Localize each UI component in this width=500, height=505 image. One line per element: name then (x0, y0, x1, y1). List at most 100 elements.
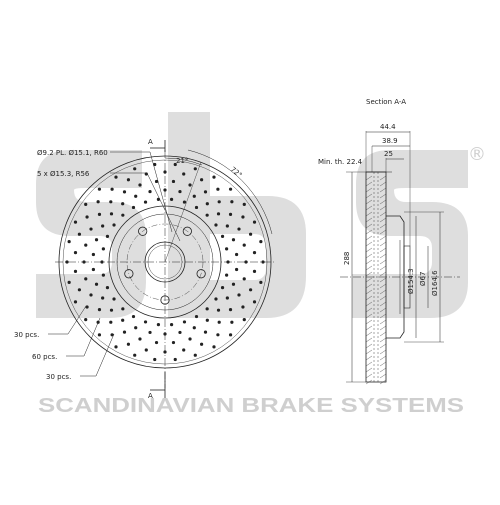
hatch-line (365, 247, 373, 253)
drill-hole (212, 345, 216, 349)
drill-hole (163, 332, 167, 336)
drill-hole (144, 348, 148, 352)
bolt-hole (160, 295, 170, 305)
drill-hole (205, 213, 209, 217)
hatch-line (379, 283, 387, 289)
angle-label-2: 72° (229, 165, 244, 179)
drill-hole (101, 296, 105, 300)
drill-hole (126, 342, 130, 346)
drill-hole (259, 240, 263, 244)
drill-hole (188, 337, 192, 341)
bolt-hole (182, 226, 192, 236)
drill-hole (138, 337, 142, 341)
drill-hole (73, 300, 78, 304)
drill-hole (241, 305, 245, 309)
drill-hole (216, 333, 220, 337)
drill-hole (235, 252, 239, 257)
drill-hole (171, 179, 176, 184)
drill-hole (101, 247, 105, 251)
leader-pcs-3 (80, 333, 115, 377)
drill-hole (171, 340, 176, 345)
drill-hole (242, 243, 246, 247)
hatch-line (365, 325, 373, 331)
pcs-label-3: 30 pcs. (46, 373, 71, 381)
drill-hole (85, 305, 89, 309)
drill-hole (126, 178, 130, 182)
hatch-line (365, 361, 373, 367)
drill-hole (203, 190, 208, 194)
drill-hole (193, 167, 197, 171)
drill-hole (121, 307, 125, 311)
drill-hole (205, 307, 209, 311)
section-marker-bottom: A (148, 392, 153, 400)
dim-outer-diameter: 288 (343, 252, 351, 265)
brand-name: SCANDINAVIAN BRAKE SYSTEMS (38, 394, 464, 417)
hatch-line (365, 199, 373, 205)
bolt-hole (124, 269, 134, 279)
hatch-line (365, 205, 373, 211)
hatch-line (379, 199, 387, 205)
drill-hole (97, 212, 102, 216)
hatch-line (365, 367, 373, 373)
drill-hole (109, 320, 113, 324)
drill-hole (97, 333, 102, 337)
drill-hole (143, 320, 148, 324)
drill-hole (134, 326, 138, 330)
hole-callout-2: 5 x Ø15.3, R56 (37, 170, 90, 178)
drill-hole (169, 323, 174, 327)
drill-hole (182, 200, 187, 204)
drill-hole (101, 224, 105, 228)
hatch-line (379, 325, 387, 331)
dim-overall-width: 44.4 (380, 123, 396, 131)
drill-hole (82, 260, 86, 264)
drill-hole (220, 286, 225, 290)
drill-hole (65, 260, 69, 264)
drill-hole (231, 238, 236, 242)
pcs-label-1: 30 pcs. (14, 331, 39, 339)
drill-hole (114, 175, 118, 179)
drill-hole (252, 269, 257, 274)
drill-hole (94, 282, 99, 286)
hatch-line (365, 253, 373, 259)
hatch-line (379, 373, 387, 379)
hatch-line (379, 337, 387, 343)
hatch-line (365, 295, 373, 301)
drill-hole (231, 282, 236, 286)
drill-hole (248, 232, 253, 236)
hatch-line (365, 307, 373, 313)
drill-hole (97, 308, 102, 312)
drill-hole (242, 202, 246, 206)
hatch-line (365, 181, 373, 187)
drill-hole (84, 277, 88, 281)
drill-hole (121, 202, 125, 206)
logo-letter-b (168, 112, 306, 318)
drill-hole (194, 314, 199, 319)
hatch-line (365, 193, 373, 199)
bolt-hole (138, 226, 148, 236)
drill-hole (122, 330, 127, 334)
disc-section-view (340, 131, 460, 385)
drill-hole (225, 296, 229, 300)
angle-ray (164, 161, 202, 263)
cross-drilled-holes (65, 162, 265, 362)
hatch-line (365, 235, 373, 241)
drill-hole (153, 162, 157, 167)
drill-hole (217, 200, 221, 204)
drill-hole (154, 179, 159, 184)
hatch-line (379, 301, 387, 307)
hatch-line (379, 307, 387, 313)
drill-hole (153, 357, 157, 362)
drill-hole (163, 350, 167, 354)
hatch-line (379, 193, 387, 199)
section-title: Section A-A (366, 98, 406, 106)
drill-hole (121, 318, 125, 322)
drill-hole (67, 280, 71, 284)
hatch-line (379, 253, 387, 259)
dim-width-2: 38.9 (382, 137, 398, 145)
disc-front-view (48, 140, 275, 398)
drill-hole (248, 288, 253, 292)
bolt-holes (124, 226, 206, 305)
drill-hole (173, 162, 177, 167)
hatch-line (379, 265, 387, 271)
